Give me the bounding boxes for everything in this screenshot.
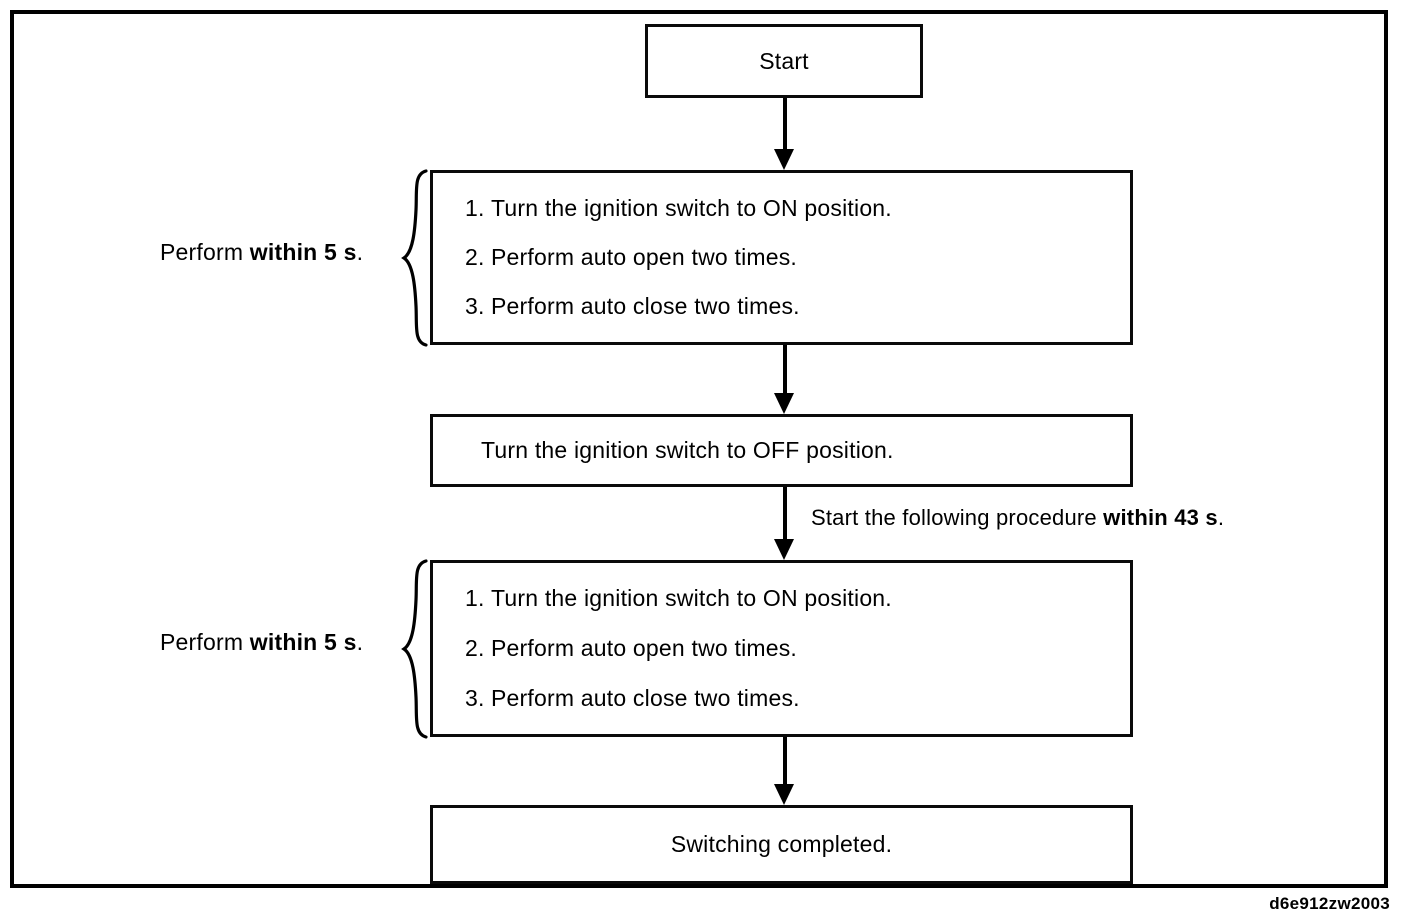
step-number: 3. bbox=[465, 293, 485, 319]
step-number: 2. bbox=[465, 244, 485, 270]
annotation-emphasis: within 43 s bbox=[1103, 505, 1218, 530]
completed-node: Switching completed. bbox=[430, 805, 1133, 884]
figure-border bbox=[10, 10, 1388, 888]
side-label-suffix-1: . bbox=[356, 239, 364, 265]
step-number: 1. bbox=[465, 585, 485, 611]
steps-node-1: 1. Turn the ignition switch to ON positi… bbox=[430, 170, 1133, 345]
step-text: Perform auto open two times. bbox=[491, 635, 798, 661]
arrow-head-icon bbox=[774, 149, 794, 170]
side-label-emphasis-2: within 5 s bbox=[249, 629, 357, 655]
steps-list-1: 1. Turn the ignition switch to ON positi… bbox=[465, 195, 1130, 320]
start-node: Start bbox=[645, 24, 923, 98]
steps-list-2: 1. Turn the ignition switch to ON positi… bbox=[465, 585, 1130, 712]
step-number: 2. bbox=[465, 635, 485, 661]
arrow-shaft bbox=[783, 345, 787, 394]
side-label-perform-within-5s-2: Perform within 5 s. bbox=[160, 629, 363, 656]
list-item: 3. Perform auto close two times. bbox=[465, 685, 1130, 712]
arrow-steps2-to-completed bbox=[774, 737, 794, 805]
ignition-off-node: Turn the ignition switch to OFF position… bbox=[430, 414, 1133, 487]
arrow-shaft bbox=[783, 737, 787, 785]
ignition-off-label: Turn the ignition switch to OFF position… bbox=[481, 437, 894, 463]
list-item: 2. Perform auto open two times. bbox=[465, 635, 1130, 662]
figure-reference-code: d6e912zw2003 bbox=[1269, 894, 1390, 913]
arrow-shaft bbox=[783, 487, 787, 540]
arrow-steps1-to-ignition-off bbox=[774, 345, 794, 414]
step-text: Turn the ignition switch to ON position. bbox=[491, 585, 892, 611]
side-label-prefix-2: Perform bbox=[160, 629, 250, 655]
steps-node-2: 1. Turn the ignition switch to ON positi… bbox=[430, 560, 1133, 737]
list-item: 3. Perform auto close two times. bbox=[465, 293, 1130, 320]
side-label-perform-within-5s-1: Perform within 5 s. bbox=[160, 239, 363, 266]
step-text: Turn the ignition switch to ON position. bbox=[491, 195, 892, 221]
step-number: 3. bbox=[465, 685, 485, 711]
brace-group-2 bbox=[400, 558, 430, 740]
side-label-prefix-1: Perform bbox=[160, 239, 250, 265]
start-node-label: Start bbox=[759, 47, 809, 74]
list-item: 1. Turn the ignition switch to ON positi… bbox=[465, 585, 1130, 612]
side-label-emphasis-1: within 5 s bbox=[249, 239, 357, 265]
brace-group-1 bbox=[400, 168, 430, 348]
annotation-prefix: Start the following procedure bbox=[811, 505, 1104, 530]
side-label-suffix-2: . bbox=[356, 629, 364, 655]
arrow-shaft bbox=[783, 98, 787, 150]
step-number: 1. bbox=[465, 195, 485, 221]
annotation-timing-43s: Start the following procedure within 43 … bbox=[811, 505, 1224, 531]
completed-label: Switching completed. bbox=[670, 831, 893, 857]
step-text: Perform auto open two times. bbox=[491, 244, 798, 270]
arrow-head-icon bbox=[774, 393, 794, 414]
arrow-start-to-steps1 bbox=[774, 98, 794, 170]
arrow-ignition-off-to-steps2 bbox=[774, 487, 794, 560]
list-item: 1. Turn the ignition switch to ON positi… bbox=[465, 195, 1130, 222]
arrow-head-icon bbox=[774, 784, 794, 805]
annotation-suffix: . bbox=[1217, 505, 1225, 530]
step-text: Perform auto close two times. bbox=[491, 293, 800, 319]
arrow-head-icon bbox=[774, 539, 794, 560]
step-text: Perform auto close two times. bbox=[491, 685, 800, 711]
list-item: 2. Perform auto open two times. bbox=[465, 244, 1130, 271]
